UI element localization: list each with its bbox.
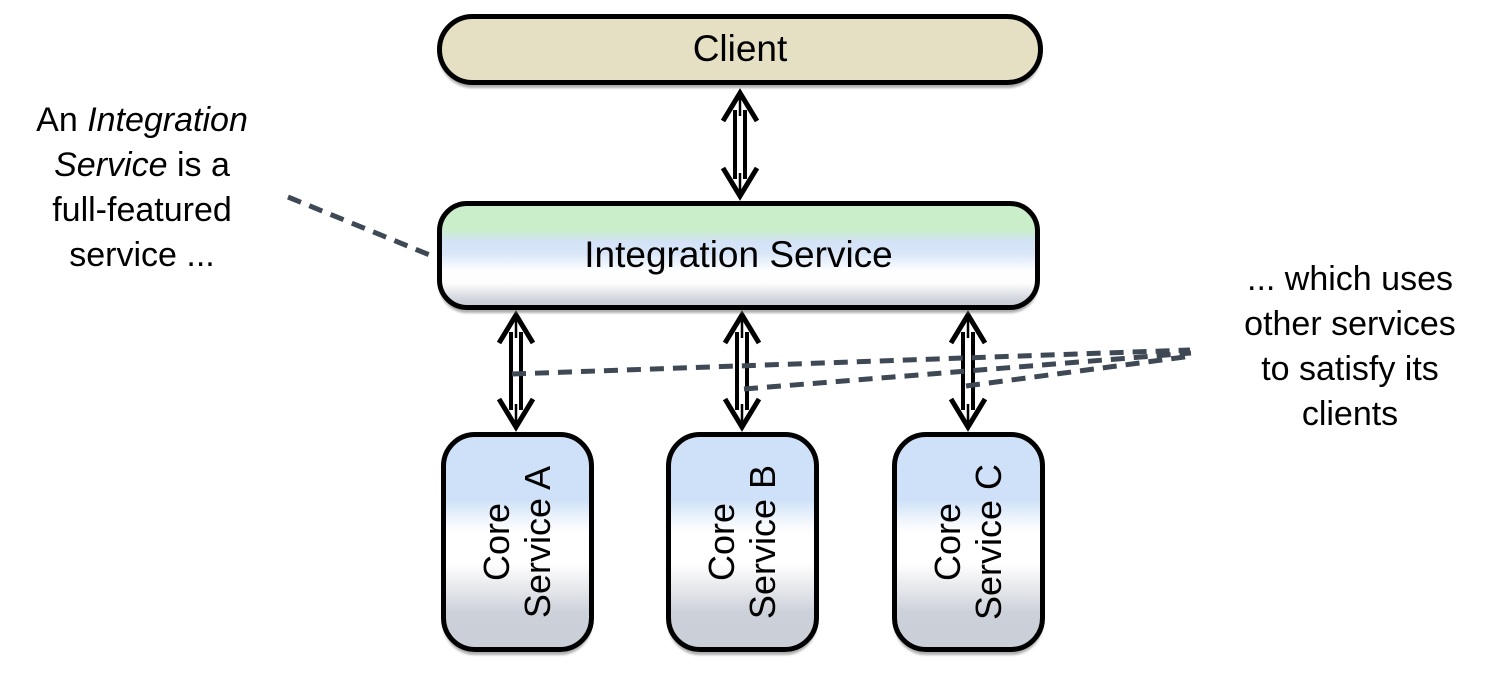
left-annotation-line3: full-featured <box>52 191 232 229</box>
node-client: Client <box>437 14 1043 85</box>
right-annotation-line3: to satisfy its <box>1261 350 1439 388</box>
right-annotation: ... which uses other services to satisfy… <box>1205 257 1491 437</box>
right-note-connector-line-a <box>511 347 1191 377</box>
core-service-b-label-line2: Service B <box>742 464 784 620</box>
node-core-service-b: Core Service B <box>666 432 819 652</box>
client-integration-bidirectional-arrow-icon <box>720 88 760 201</box>
core-service-c-label-wrap: Core Service C <box>897 437 1040 647</box>
node-core-service-c: Core Service C <box>892 432 1045 652</box>
core-service-a-label-wrap: Core Service A <box>446 437 589 647</box>
left-annotation-line4: service ... <box>69 236 215 274</box>
core-service-a-label: Core Service A <box>476 466 558 618</box>
right-annotation-line4: clients <box>1301 395 1399 433</box>
core-service-b-label-line1: Core <box>701 502 743 582</box>
right-annotation-line1: ... which uses <box>1247 260 1453 298</box>
integration-core-b-bidirectional-arrow-icon <box>722 310 762 432</box>
core-service-c-label-line1: Core <box>927 502 969 582</box>
core-service-b-label: Core Service B <box>701 465 783 619</box>
left-annotation: An Integration Service is a full-feature… <box>0 98 284 278</box>
right-note-connector-line-c <box>965 353 1193 389</box>
left-note-connector-line <box>287 194 438 261</box>
core-service-c-label: Core Service C <box>927 464 1009 620</box>
left-annotation-line2: Service is a <box>54 146 230 184</box>
integration-core-a-bidirectional-arrow-icon <box>496 310 536 432</box>
right-annotation-line2: other services <box>1244 305 1456 343</box>
integration-service-label: Integration Service <box>584 234 893 276</box>
node-core-service-a: Core Service A <box>441 432 594 652</box>
core-service-a-label-line1: Core <box>476 502 518 582</box>
core-service-b-label-wrap: Core Service B <box>671 437 814 647</box>
client-label: Client <box>692 28 788 70</box>
core-service-a-label-line2: Service A <box>517 465 559 619</box>
core-service-c-label-line2: Service C <box>968 463 1010 621</box>
right-note-connector-line-b <box>743 350 1192 392</box>
node-integration-service: Integration Service <box>437 201 1040 310</box>
left-annotation-line1: An Integration <box>36 101 248 139</box>
